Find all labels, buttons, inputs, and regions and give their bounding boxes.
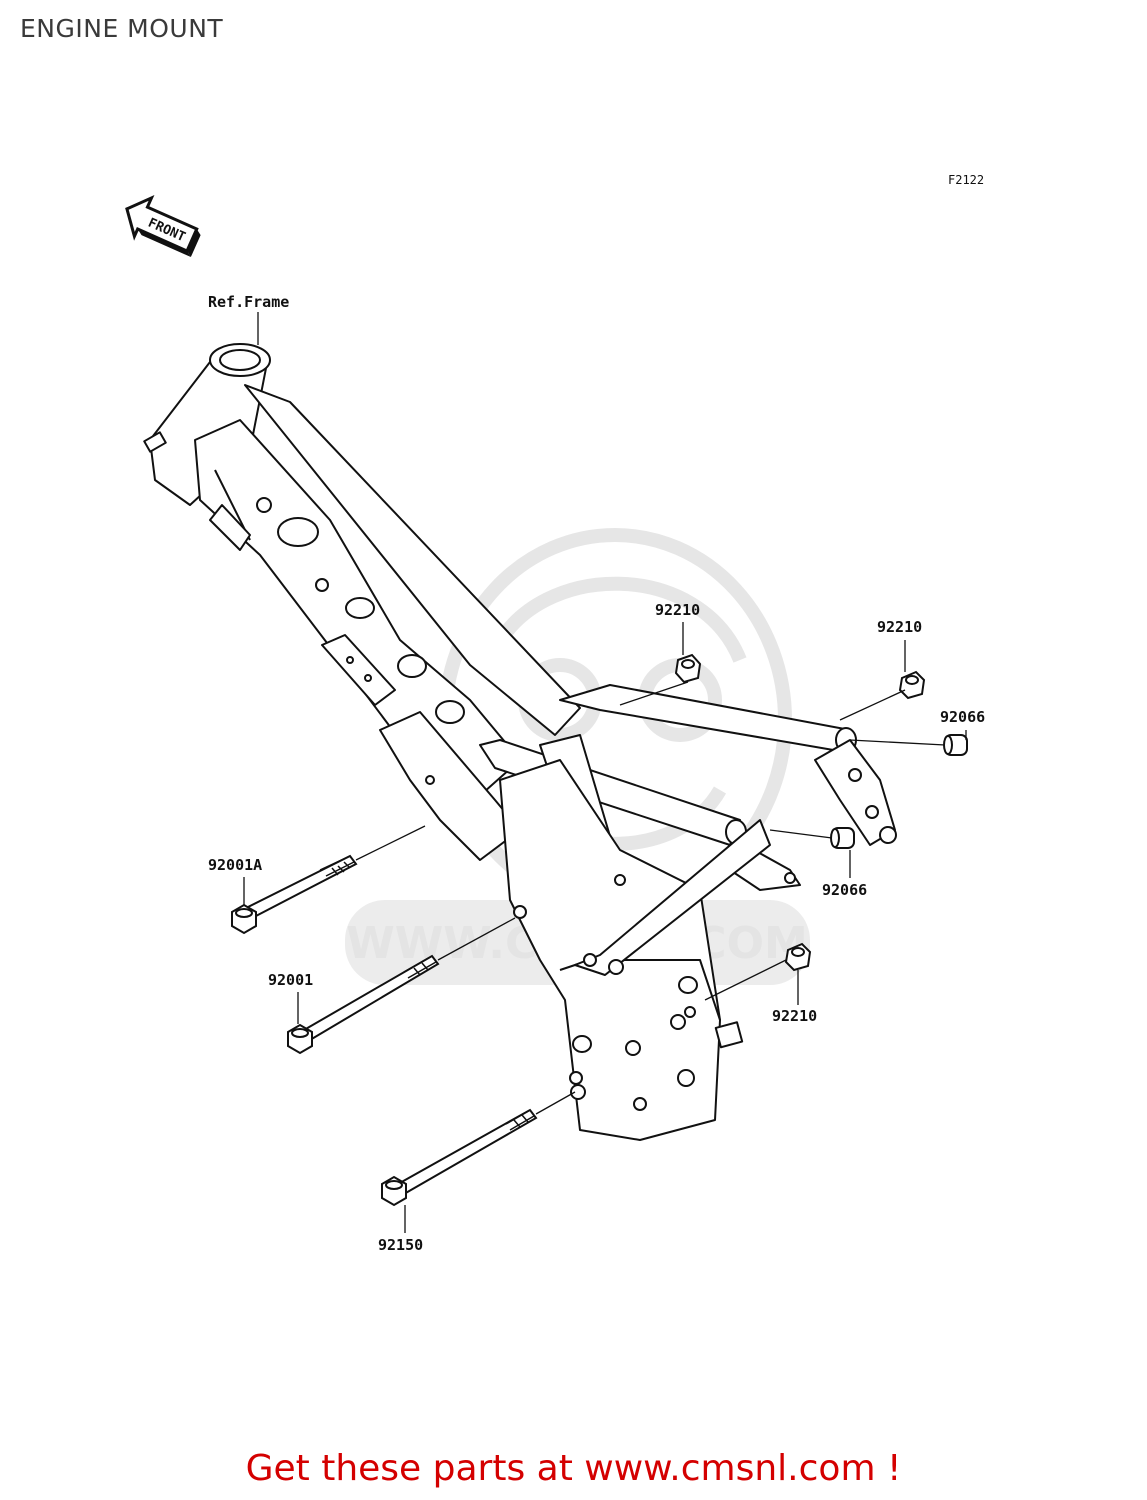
footer-link[interactable]: Get these parts at www.cmsnl.com ! (245, 1448, 902, 1489)
part-label-92001: 92001 (268, 971, 313, 989)
figure-code: F2122 (948, 173, 984, 187)
page-title: ENGINE MOUNT (20, 14, 224, 43)
ref-frame-label: Ref.Frame (208, 293, 289, 311)
bolt-icon-92001a (231, 854, 358, 935)
bolt-icon-92001 (287, 954, 440, 1055)
part-label-92150: 92150 (378, 1236, 423, 1254)
part-label-92210-top-right: 92210 (877, 618, 922, 636)
leader-lines (243, 622, 967, 1233)
collar-icon-upper (943, 734, 968, 756)
part-label-92210-top-left: 92210 (655, 601, 700, 619)
bolt-icon-92150 (381, 1108, 538, 1207)
part-label-92210-lower-right: 92210 (772, 1007, 817, 1025)
nut-icon-top-right (898, 670, 926, 700)
nut-icon-top-left (674, 653, 702, 684)
part-label-92066-lower: 92066 (822, 881, 867, 899)
part-label-92066-upper: 92066 (940, 708, 985, 726)
nut-icon-lower-right (784, 942, 812, 972)
front-arrow-icon: FRONT (125, 194, 201, 258)
collar-icon-lower (830, 827, 855, 849)
part-label-92001a: 92001A (208, 856, 262, 874)
frame-drawing (143, 343, 897, 1141)
